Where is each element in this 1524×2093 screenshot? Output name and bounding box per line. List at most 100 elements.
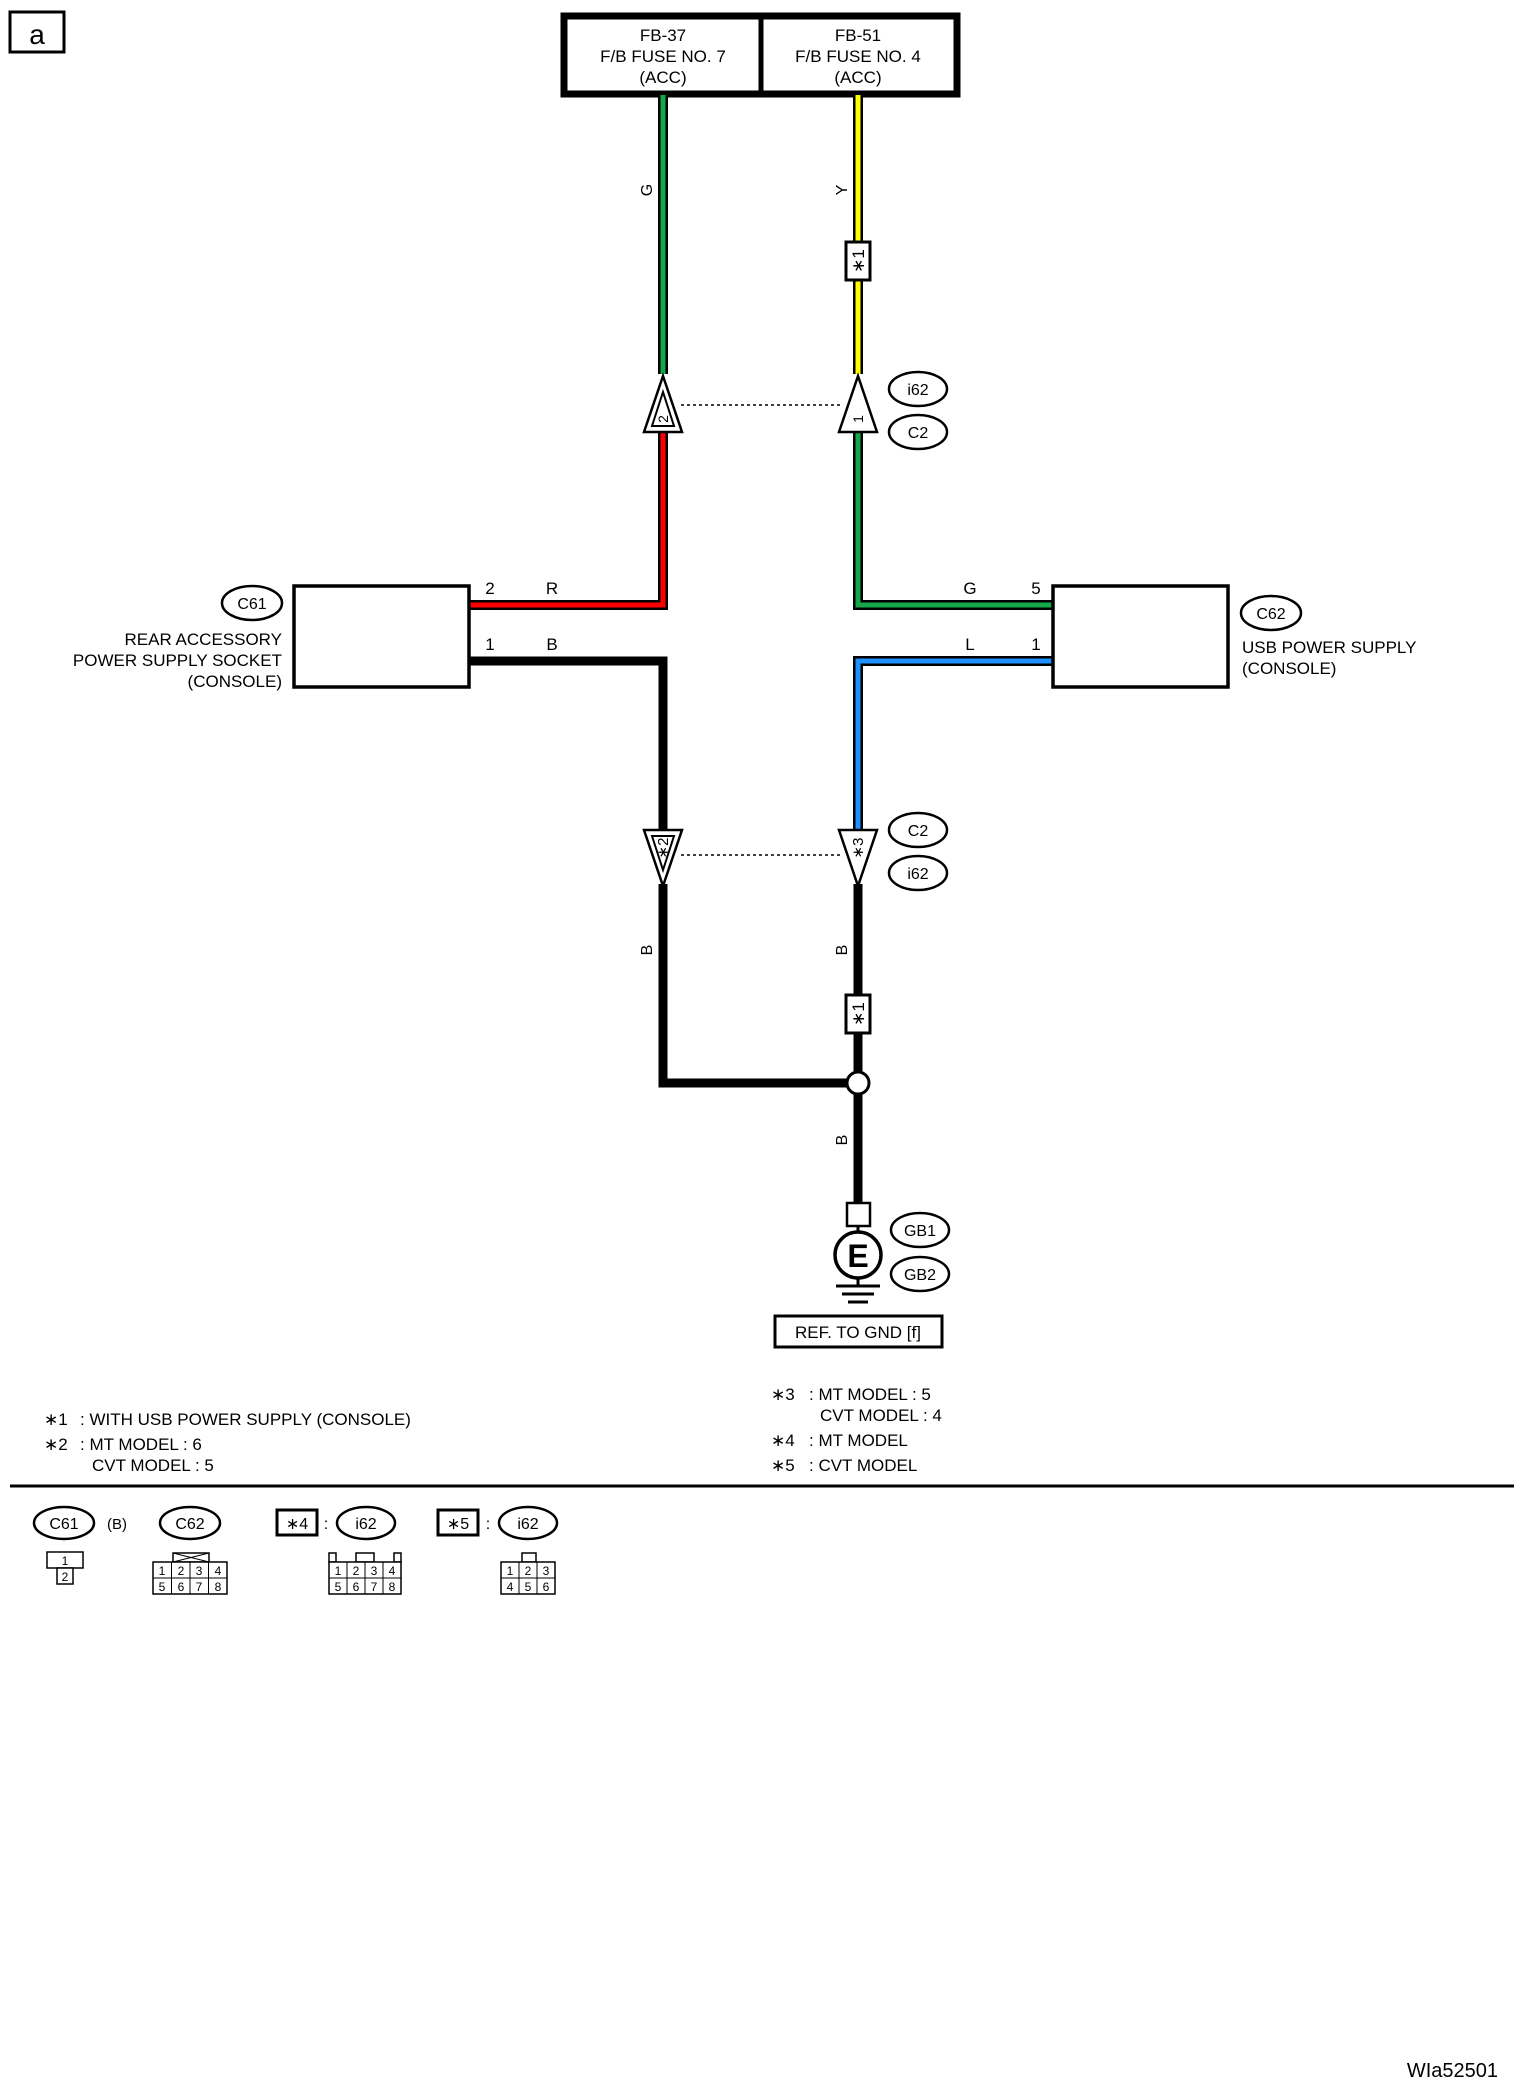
svg-text:7: 7 xyxy=(371,1580,378,1594)
note-text: : WITH USB POWER SUPPLY (CONSOLE) xyxy=(80,1410,411,1429)
legend-c61: C61 (B) 1 2 xyxy=(32,1505,127,1585)
svg-text:8: 8 xyxy=(215,1580,222,1594)
svg-text:∗1: ∗1 xyxy=(849,249,868,273)
svg-text::: : xyxy=(324,1516,328,1533)
wire-label-left-bottom: B xyxy=(639,945,656,956)
note-text: CVT MODEL : 4 xyxy=(820,1406,942,1425)
c61-pin-bottom: 1 xyxy=(485,635,494,654)
note-text: : CVT MODEL xyxy=(809,1456,917,1475)
svg-text:∗1: ∗1 xyxy=(849,1002,868,1026)
svg-text:2: 2 xyxy=(178,1564,185,1578)
wire-black-left xyxy=(469,656,668,830)
svg-text:C2: C2 xyxy=(908,425,929,442)
svg-text:4: 4 xyxy=(215,1564,222,1578)
wire-label-ground: B xyxy=(834,1135,851,1146)
connector-label-i62-top: i62 xyxy=(887,370,949,408)
fuse-name: F/B FUSE NO. 7 xyxy=(600,47,726,66)
svg-text:6: 6 xyxy=(178,1580,185,1594)
figure-id: WIa52501 xyxy=(1407,2060,1498,2082)
note-mark: ∗1 xyxy=(44,1410,68,1429)
top-connector-right: 1 xyxy=(837,372,879,434)
device-c61-name-line1: REAR ACCESSORY xyxy=(125,630,282,649)
svg-text:∗5: ∗5 xyxy=(447,1516,469,1533)
svg-text:C62: C62 xyxy=(1256,606,1285,623)
fuse-fb37: FB-37 F/B FUSE NO. 7 (ACC) xyxy=(600,26,726,87)
wire-green-right xyxy=(853,432,1053,610)
svg-text:5: 5 xyxy=(159,1580,166,1594)
svg-text:5: 5 xyxy=(335,1580,342,1594)
device-c61-box xyxy=(292,584,471,689)
wire-label-right-bottom: B xyxy=(834,945,851,956)
svg-text:C61: C61 xyxy=(49,1516,78,1533)
svg-text:3: 3 xyxy=(543,1564,550,1578)
c61-pin-top: 2 xyxy=(485,579,494,598)
page-tag-box xyxy=(8,10,66,54)
fuse-mode: (ACC) xyxy=(639,68,686,87)
wire-label-right-top: Y xyxy=(834,184,851,195)
svg-text:i62: i62 xyxy=(355,1516,376,1533)
device-c62-code: C62 xyxy=(1239,594,1303,632)
note-mark: ∗5 xyxy=(771,1456,795,1475)
wire-red xyxy=(469,432,668,610)
svg-text::: : xyxy=(486,1516,490,1533)
svg-text:7: 7 xyxy=(196,1580,203,1594)
ground-terminal xyxy=(845,1201,872,1228)
connector-label-c2-top: C2 xyxy=(887,413,949,451)
fuse-fb51: FB-51 F/B FUSE NO. 4 (ACC) xyxy=(795,26,921,87)
notes-right: ∗3 : MT MODEL : 5 CVT MODEL : 4 ∗4 : MT … xyxy=(771,1385,942,1475)
device-c62-box xyxy=(1051,584,1230,689)
connector-label-c2-bottom: C2 xyxy=(887,811,949,849)
svg-text:C2: C2 xyxy=(908,823,929,840)
svg-text:∗4: ∗4 xyxy=(286,1516,308,1533)
svg-text:C61: C61 xyxy=(237,596,266,613)
svg-text:6: 6 xyxy=(543,1580,550,1594)
ground-reference-box xyxy=(773,1314,944,1349)
c62-pin-top: 5 xyxy=(1031,579,1040,598)
legend-i62-mt: ∗4 : i62 1 2 3 4 5 6 7 8 xyxy=(275,1505,402,1595)
top-connector-left: 2 xyxy=(642,372,684,434)
c62-wire-bottom: L xyxy=(965,635,974,654)
wire-blue xyxy=(853,656,1053,830)
svg-text:GB2: GB2 xyxy=(904,1267,936,1284)
c61-wire-bottom: B xyxy=(546,635,557,654)
svg-text:1: 1 xyxy=(507,1564,514,1578)
bottom-connector-right: ∗3 xyxy=(837,828,879,890)
fuse-name: F/B FUSE NO. 4 xyxy=(795,47,921,66)
connector-pin: 1 xyxy=(850,415,866,423)
connector-pin: ∗2 xyxy=(655,838,672,859)
note-mark: ∗3 xyxy=(771,1385,795,1404)
legend-i62-cvt: ∗5 : i62 1 2 3 4 5 6 xyxy=(436,1505,559,1595)
svg-text:6: 6 xyxy=(353,1580,360,1594)
c61-wire-top: R xyxy=(546,579,558,598)
fuse-mode: (ACC) xyxy=(834,68,881,87)
wire-black-lower-left xyxy=(658,884,858,1088)
device-c61-name-line3: (CONSOLE) xyxy=(188,672,282,691)
ground-code-gb2: GB2 xyxy=(889,1255,951,1293)
fuse-id: FB-51 xyxy=(835,26,881,45)
device-c62-name-line1: USB POWER SUPPLY xyxy=(1242,638,1416,657)
c62-wire-top: G xyxy=(963,579,976,598)
star-mark-right-top: ∗1 xyxy=(844,240,872,282)
svg-text:i62: i62 xyxy=(907,382,928,399)
svg-text:C62: C62 xyxy=(175,1516,204,1533)
svg-text:5: 5 xyxy=(525,1580,532,1594)
svg-text:2: 2 xyxy=(353,1564,360,1578)
wire-label-left-top: G xyxy=(639,184,656,196)
splice-point xyxy=(845,1070,871,1096)
legend-c62: C62 1 2 3 4 5 6 7 8 xyxy=(152,1505,228,1595)
svg-text:i62: i62 xyxy=(517,1516,538,1533)
connector-pin: ∗3 xyxy=(850,838,867,859)
bottom-connector-left: ∗2 xyxy=(642,828,684,890)
note-text: : MT MODEL : 6 xyxy=(80,1435,202,1454)
svg-text:1: 1 xyxy=(159,1564,166,1578)
connector-label-i62-bottom: i62 xyxy=(887,854,949,892)
svg-text:GB1: GB1 xyxy=(904,1223,936,1240)
note-text: : MT MODEL : 5 xyxy=(809,1385,931,1404)
device-c61-code: C61 xyxy=(220,584,284,622)
connector-pin: 2 xyxy=(655,415,671,423)
svg-text:(B): (B) xyxy=(107,1516,127,1533)
svg-text:4: 4 xyxy=(507,1580,514,1594)
svg-text:3: 3 xyxy=(371,1564,378,1578)
ground-code-gb1: GB1 xyxy=(889,1211,951,1249)
svg-text:1: 1 xyxy=(335,1564,342,1578)
